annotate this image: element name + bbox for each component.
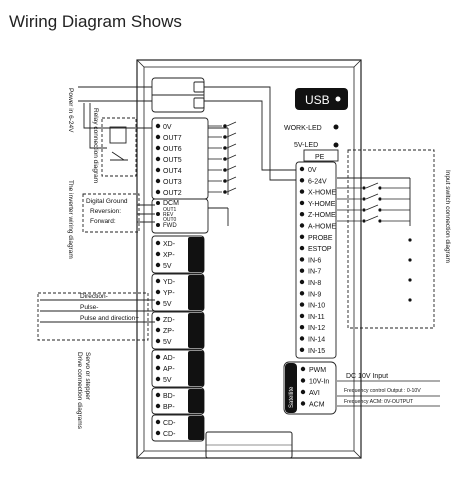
axis-terminals: XD- XP- 5V YD- YP- 5V ZD- ZP- 5V AD- AP- 5V BD- BP- CD… xyxy=(151,235,205,442)
terminal-screw xyxy=(155,145,161,151)
input-terminals: 0V 6-24V X-HOME Y-HOME Z-HOME A-HOME PROBE ESTO… xyxy=(295,161,337,359)
satellite-terminal-pwm: PWM xyxy=(309,367,326,374)
pe-label: PE xyxy=(315,154,325,161)
axis-terminal-ap: AP- xyxy=(163,366,175,373)
page-title: Wiring Diagram Shows xyxy=(9,12,182,31)
controller-board xyxy=(136,59,362,459)
axis-terminal-cd: CD- xyxy=(163,420,176,427)
axis-terminal-yp: YP- xyxy=(163,290,175,297)
input-terminal-6-24v: 6-24V xyxy=(308,178,327,185)
terminal-out7: OUT7 xyxy=(163,135,182,142)
axis-terminal-yd: YD- xyxy=(163,279,176,286)
dc-line-1: Frequency control Output : 0-10V xyxy=(344,388,421,394)
input-terminal-in-10: IN-10 xyxy=(308,303,325,310)
satellite-terminal-10vin: 10V-In xyxy=(309,379,329,386)
5v-led-label: 5V-LED xyxy=(294,142,318,149)
input-terminal-x-home: X-HOME xyxy=(308,190,336,197)
terminal-out5: OUT5 xyxy=(163,157,182,164)
satellite-block: Satellite xyxy=(283,361,337,415)
axis-terminal-5v: 5V xyxy=(163,301,172,308)
input-switch-box xyxy=(347,149,435,329)
axis-terminal-zp: ZP- xyxy=(163,328,175,335)
work-led-label: WORK-LED xyxy=(284,125,322,132)
input-switches xyxy=(337,182,412,302)
relay-label: Relay connection diagram xyxy=(92,108,99,183)
input-switch-label: Input switch connection diagram xyxy=(444,170,451,263)
terminal-screw xyxy=(155,178,161,184)
terminal-out4: OUT4 xyxy=(163,168,182,175)
axis-terminal-xp: XP- xyxy=(163,252,175,259)
servo-label-2: Drive connection diagrams xyxy=(76,352,83,430)
input-terminal-0v: 0V xyxy=(308,167,317,174)
terminal-out3: OUT3 xyxy=(163,179,182,186)
terminal-screw xyxy=(155,123,161,129)
terminal-out0: OUT0 xyxy=(163,217,177,223)
5v-led-indicator xyxy=(333,142,339,148)
dc-title: DC 10V Input xyxy=(346,373,388,380)
usb-label: USB xyxy=(305,93,330,107)
axis-terminal-bd: BD- xyxy=(163,393,176,400)
input-terminal-in-15: IN-15 xyxy=(308,348,325,355)
input-terminal-in-9: IN-9 xyxy=(308,291,321,298)
terminal-out6: OUT6 xyxy=(163,146,182,153)
satellite-terminal-avi: AVI xyxy=(309,390,320,397)
terminal-screw xyxy=(155,134,161,140)
terminal-screw xyxy=(155,189,161,195)
pulse-label-pulse-direction: Pulse and direction+ xyxy=(80,315,139,322)
input-terminal-in-14: IN-14 xyxy=(308,337,325,344)
work-led-indicator xyxy=(333,124,339,130)
axis-terminal-5v: 5V xyxy=(163,377,172,384)
pulse-label-pulse: Pulse- xyxy=(80,304,98,311)
terminal-screw xyxy=(155,156,161,162)
input-terminal-z-home: Z-HOME xyxy=(308,212,336,219)
terminal-rev: REV xyxy=(163,212,174,218)
pulse-label-direction: Direction- xyxy=(80,293,108,300)
input-terminal-in-12: IN-12 xyxy=(308,325,325,332)
dc-notes: DC 10V Input Frequency control Output : … xyxy=(337,373,440,407)
satellite-terminal-acm: ACM xyxy=(309,402,325,409)
servo-label-1: Servo or stepper xyxy=(84,352,91,401)
input-terminal-estop: ESTOP xyxy=(308,246,332,253)
axis-terminal-5v: 5V xyxy=(163,339,172,346)
axis-terminal-5v: 5V xyxy=(163,263,172,270)
inverter-label-reversion: Reversion: xyxy=(90,208,121,215)
wires xyxy=(40,86,411,323)
terminal-out2: OUT2 xyxy=(163,190,182,197)
input-terminal-in-7: IN-7 xyxy=(308,269,321,276)
drive-box: Direction- Pulse- Pulse and direction+ xyxy=(37,292,149,341)
power-label: Power in 6-24V xyxy=(67,88,74,133)
axis-terminal-ad: AD- xyxy=(163,355,176,362)
inverter-label: The inverter wiring diagram xyxy=(67,180,74,259)
input-terminal-in-8: IN-8 xyxy=(308,280,321,287)
usb-port: USB xyxy=(295,88,348,110)
axis-terminal-zd: ZD- xyxy=(163,317,175,324)
input-terminal-a-home: A-HOME xyxy=(308,224,336,231)
terminal-0v: 0V xyxy=(163,124,172,131)
power-terminal-block xyxy=(151,77,205,113)
satellite-label: Satellite xyxy=(289,386,295,408)
axis-terminal-bp: BP- xyxy=(163,404,175,411)
axis-terminal-xd: XD- xyxy=(163,241,176,248)
terminal-dcm: DCM xyxy=(163,200,179,207)
input-terminal-probe: PROBE xyxy=(308,235,333,242)
input-terminal-in-6: IN-6 xyxy=(308,257,321,264)
axis-terminal-cd: CD- xyxy=(163,431,176,438)
input-terminal-y-home: Y-HOME xyxy=(308,201,336,208)
terminal-screw xyxy=(155,167,161,173)
dc-line-2: Frequency ACM: 0V-OUTPUT xyxy=(344,399,414,405)
inverter-label-forward: Forward: xyxy=(90,218,116,225)
terminal-out1: OUT1 xyxy=(163,207,177,213)
inverter-label-digital-ground: Digital Ground xyxy=(86,198,128,205)
relay-diagram xyxy=(101,117,137,177)
input-terminal-in-11: IN-11 xyxy=(308,314,325,321)
terminal-fwd: FWD xyxy=(163,223,177,229)
inverter-box: Digital Ground Reversion: Forward: xyxy=(82,193,140,233)
